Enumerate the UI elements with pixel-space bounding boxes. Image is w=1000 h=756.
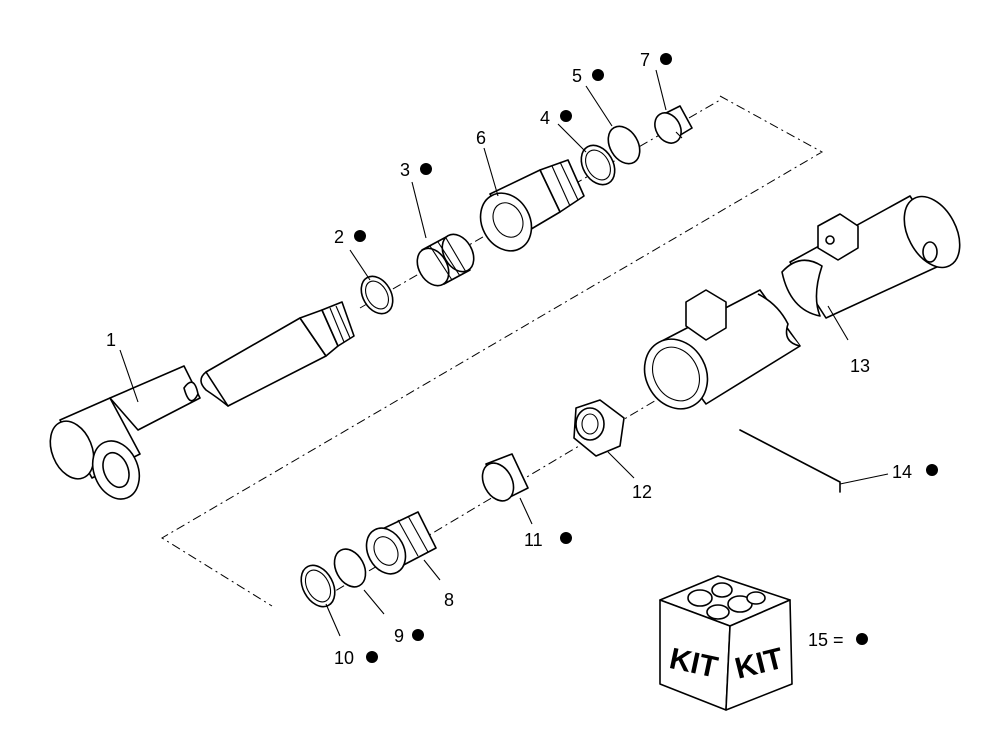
lower-centerline <box>319 373 701 601</box>
callout-6-label: 6 <box>476 128 486 148</box>
callout-3-label: 3 <box>400 160 410 180</box>
callout-10-label: 10 <box>334 648 354 668</box>
kit-legend-text: 15 = <box>808 630 844 650</box>
callout-8-label: 8 <box>444 590 454 610</box>
part-2-ring <box>360 275 394 315</box>
part-7-wear-ring <box>654 105 693 144</box>
callout-1-label: 1 <box>106 330 116 350</box>
part-13-barrel-end <box>781 195 961 319</box>
part-4-ring <box>580 144 616 186</box>
part-3-seal <box>416 233 475 287</box>
callout-2-label: 2 <box>334 227 344 247</box>
part-11-split-ring <box>481 453 529 502</box>
callout-13-label: 13 <box>850 356 870 376</box>
kit-box-contents <box>687 582 766 620</box>
callout-labels: 1 2 3 4 5 6 7 8 9 10 11 12 13 14 <box>106 50 938 668</box>
callout-7-kit-dot <box>660 53 672 65</box>
callout-2-kit-dot <box>354 230 366 242</box>
part-9-backup-ring <box>333 548 367 588</box>
barrel-body <box>643 289 801 410</box>
part-1-rod <box>49 301 355 500</box>
callout-14-kit-dot <box>926 464 938 476</box>
callout-10-kit-dot <box>366 651 378 663</box>
part-5-backup-ring <box>607 125 641 165</box>
callout-4-label: 4 <box>540 108 550 128</box>
callout-11-label: 11 <box>524 530 543 550</box>
callout-7-label: 7 <box>640 50 650 70</box>
part-6-gland <box>479 159 585 252</box>
assembly-boundary <box>161 95 824 607</box>
callout-5-kit-dot <box>592 69 604 81</box>
callout-11-kit-dot <box>560 532 572 544</box>
callout-9-label: 9 <box>394 626 404 646</box>
kit-legend-dot <box>856 633 868 645</box>
callout-5-label: 5 <box>572 66 582 86</box>
callout-9-kit-dot <box>412 629 424 641</box>
part-14-pointer <box>739 429 841 493</box>
callout-12-label: 12 <box>632 482 652 502</box>
callout-14-label: 14 <box>892 462 912 482</box>
callout-4-kit-dot <box>560 110 572 122</box>
part-10-seal-ring <box>300 564 336 608</box>
part-8-piston <box>365 511 437 575</box>
callout-3-kit-dot <box>420 163 432 175</box>
leader-lines <box>119 69 889 637</box>
part-12-nut <box>573 399 625 457</box>
kit-box-icon: KIT KIT <box>659 575 793 711</box>
